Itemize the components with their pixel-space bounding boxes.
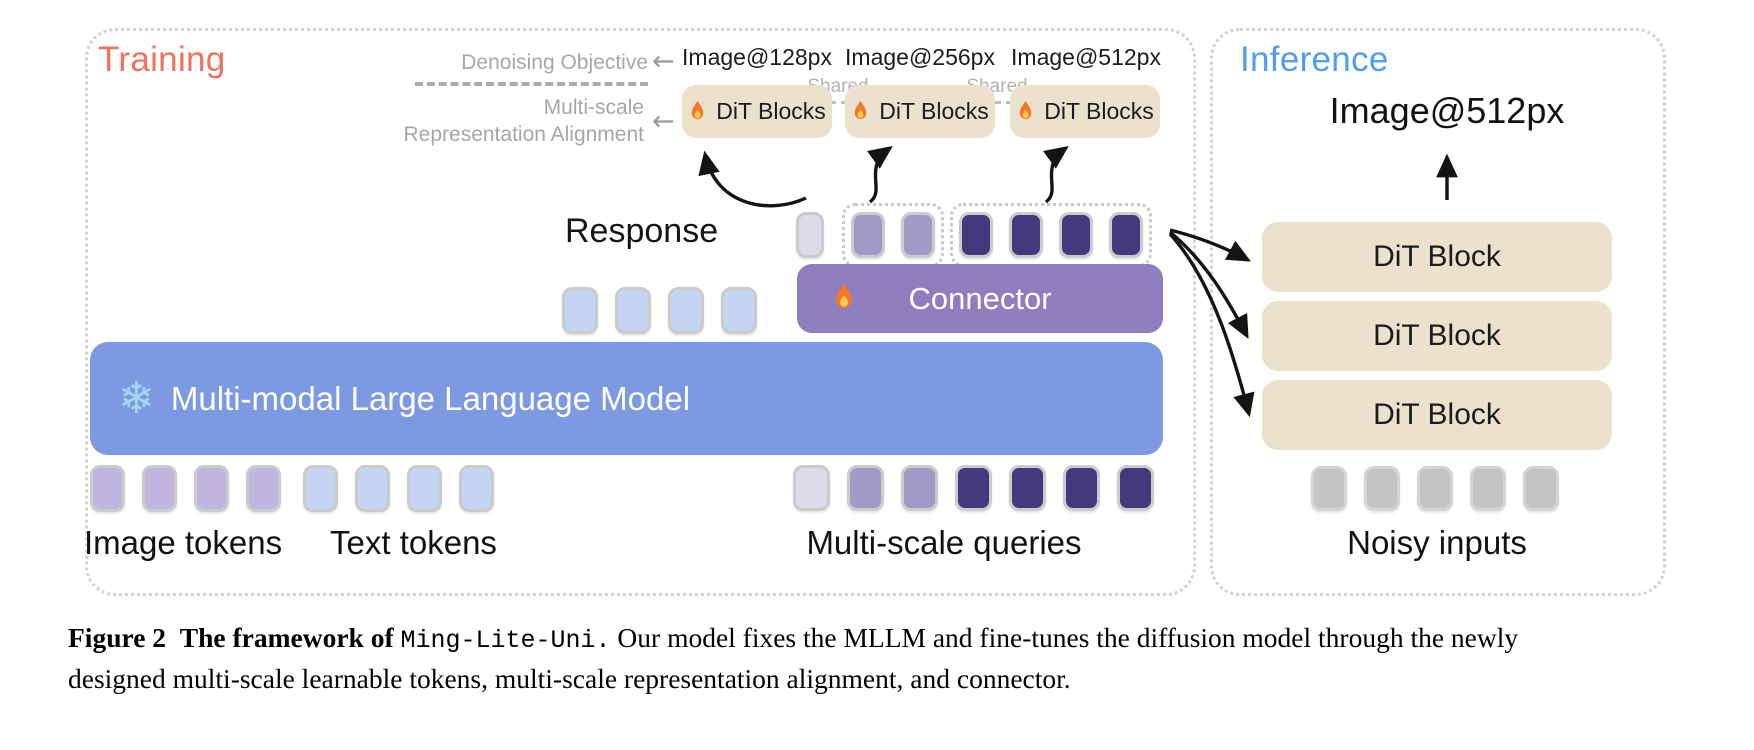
image-token xyxy=(90,465,125,512)
shared-dashed-link xyxy=(995,101,1012,104)
text-token xyxy=(355,465,390,512)
figure-caption: Figure 2 The framework of Ming-Lite-Uni.… xyxy=(68,618,1714,699)
multiscale-queries-label: Multi-scale queries xyxy=(806,524,1082,561)
noisy-inputs-row xyxy=(1311,466,1559,511)
image-token xyxy=(246,465,281,512)
shared-dashed-link xyxy=(830,101,847,104)
mllm-box: ❄ Multi-modal Large Language Model xyxy=(90,342,1163,455)
image-tokens-row xyxy=(90,465,281,512)
dit-block-label: DiT Block xyxy=(1373,398,1501,431)
dit-blocks-box: DiT Blocks xyxy=(845,85,995,138)
dit-block-box: DiT Block xyxy=(1262,380,1612,450)
dit-blocks-box: DiT Blocks xyxy=(682,85,832,138)
query-token-light xyxy=(796,212,824,258)
connector-label: Connector xyxy=(908,280,1052,316)
arrow-left-icon: ← xyxy=(652,106,675,137)
connector-box: Connector xyxy=(797,264,1163,333)
query-token-medium xyxy=(847,465,884,511)
query-token-dark xyxy=(1109,212,1143,258)
representation-alignment-label: Multi-scale Representation Alignment xyxy=(403,96,645,147)
caption-intro: The framework of xyxy=(179,622,394,653)
query-token-dark xyxy=(1063,465,1100,511)
model-name: Ming-Lite-Uni. xyxy=(400,626,611,655)
dit-blocks-label: DiT Blocks xyxy=(1044,98,1154,124)
query-token-dark xyxy=(1009,465,1046,511)
query-token-medium xyxy=(851,212,885,258)
image-256px-label: Image@256px xyxy=(845,44,995,70)
training-title: Training xyxy=(98,40,226,79)
fire-icon xyxy=(851,100,870,123)
denoising-objective-label: Denoising Objective xyxy=(461,51,648,74)
image-128px-label: Image@128px xyxy=(682,44,832,70)
fire-icon xyxy=(831,282,857,313)
response-token-group-512 xyxy=(950,203,1152,267)
text-token xyxy=(615,287,651,334)
query-token-medium xyxy=(901,465,938,511)
dit-block-box: DiT Block xyxy=(1262,301,1612,371)
response-label: Response xyxy=(565,212,719,250)
text-token xyxy=(721,287,757,334)
caption-body-line1: Our model fixes the MLLM and fine-tunes … xyxy=(617,622,1519,653)
dit-block-label: DiT Block xyxy=(1373,319,1501,352)
noisy-inputs-label: Noisy inputs xyxy=(1347,524,1527,561)
figure-number: Figure 2 xyxy=(68,622,167,653)
noisy-token xyxy=(1311,466,1347,511)
query-token-medium xyxy=(901,212,935,258)
image-token xyxy=(142,465,177,512)
text-tokens-label: Text tokens xyxy=(330,524,497,561)
snowflake-icon: ❄ xyxy=(118,372,155,424)
text-response-token-row xyxy=(562,287,757,334)
query-token-dark xyxy=(1009,212,1043,258)
response-token-row xyxy=(796,212,824,258)
noisy-token xyxy=(1470,466,1506,511)
query-token-dark xyxy=(955,465,992,511)
text-token xyxy=(407,465,442,512)
query-token-dark xyxy=(1059,212,1093,258)
noisy-token xyxy=(1364,466,1400,511)
noisy-token xyxy=(1523,466,1559,511)
query-token-light xyxy=(793,465,830,511)
dit-blocks-label: DiT Blocks xyxy=(879,98,989,124)
inference-title: Inference xyxy=(1240,40,1389,79)
dit-block-label: DiT Block xyxy=(1373,240,1501,273)
noisy-token xyxy=(1417,466,1453,511)
dit-blocks-label: DiT Blocks xyxy=(716,98,826,124)
image-tokens-label: Image tokens xyxy=(84,524,283,561)
text-token xyxy=(562,287,598,334)
text-token xyxy=(459,465,494,512)
query-token-dark xyxy=(1117,465,1154,511)
mllm-label: Multi-modal Large Language Model xyxy=(170,379,691,417)
multiscale-queries-row xyxy=(793,465,1154,511)
text-token xyxy=(303,465,338,512)
image-token xyxy=(194,465,229,512)
objective-dashed-divider xyxy=(415,82,648,86)
dit-block-box: DiT Block xyxy=(1262,222,1612,292)
fire-icon xyxy=(688,100,707,123)
query-token-dark xyxy=(959,212,993,258)
text-tokens-row xyxy=(303,465,494,512)
inference-output-image-label: Image@512px xyxy=(1329,90,1565,131)
caption-body-line2: designed multi-scale learnable tokens, m… xyxy=(68,663,1071,695)
arrow-left-icon: ← xyxy=(652,46,675,77)
image-512px-label: Image@512px xyxy=(1011,44,1161,70)
dit-blocks-box: DiT Blocks xyxy=(1010,85,1160,138)
fire-icon xyxy=(1016,100,1035,123)
response-token-group-256 xyxy=(842,203,944,267)
text-token xyxy=(668,287,704,334)
